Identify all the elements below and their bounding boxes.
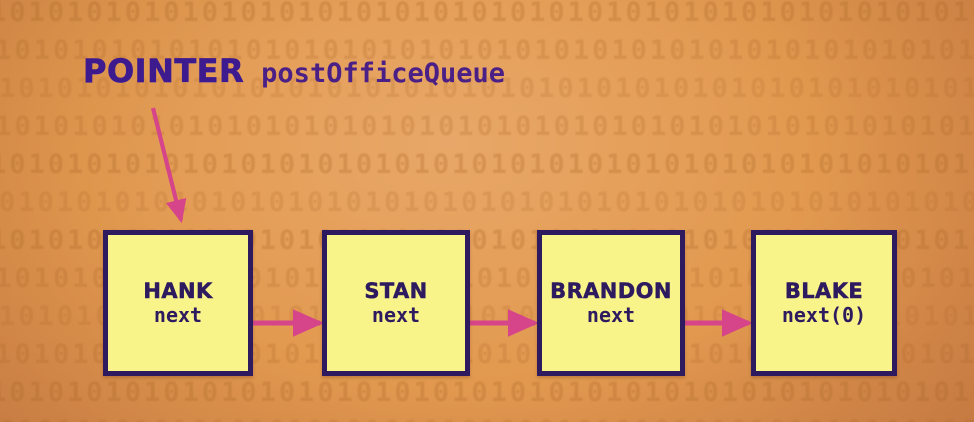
pointer-variable-name: postOfficeQueue — [261, 58, 506, 89]
node-next-field: next — [586, 303, 636, 328]
node-name: HANK — [143, 278, 213, 303]
node-name: STAN — [364, 278, 428, 303]
node-name: BRANDON — [550, 278, 672, 303]
node-next-field: next(0) — [781, 303, 867, 328]
pointer-label: POINTER — [83, 52, 245, 91]
pointer-header: POINTER postOfficeQueue — [83, 52, 506, 91]
pointer-arrow — [150, 107, 187, 224]
node-next-field: next — [371, 303, 421, 328]
node-name: BLAKE — [784, 278, 864, 303]
node-next-field: next — [153, 303, 203, 328]
